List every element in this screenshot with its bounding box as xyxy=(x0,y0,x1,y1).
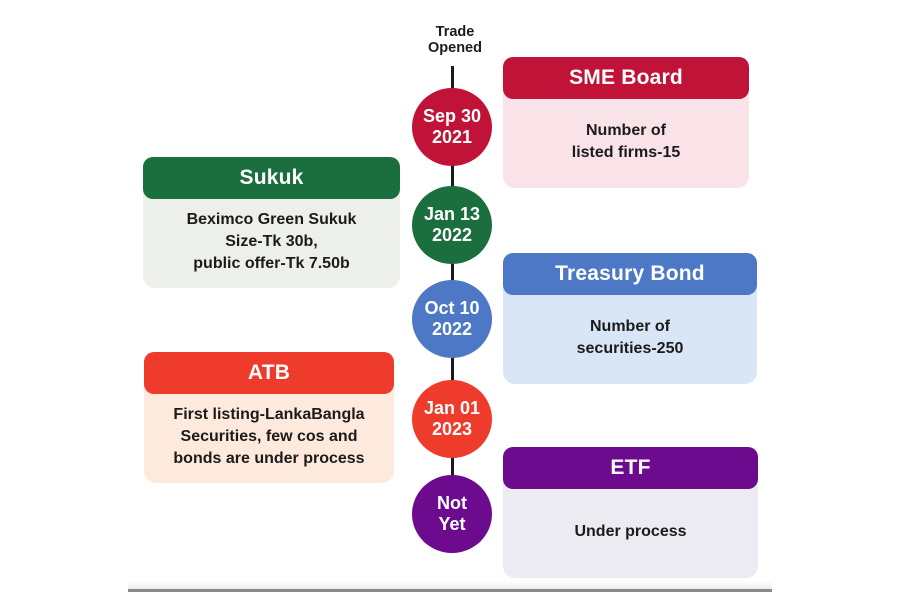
timeline-node-date: Jan 01 2023 xyxy=(423,398,481,439)
card-sme-board-body: Number of listed firms-15 xyxy=(571,121,681,161)
timeline-node-date: Jan 13 2022 xyxy=(423,204,481,245)
card-sukuk: Sukuk Beximco Green Sukuk Size-Tk 30b, p… xyxy=(143,157,400,288)
timeline-node-date: Not Yet xyxy=(437,493,467,534)
timeline-node-jan-01-2023: Jan 01 2023 xyxy=(412,380,492,458)
card-treasury-bond-title: Treasury Bond xyxy=(555,262,705,285)
card-atb-body: First listing-LankaBangla Securities, fe… xyxy=(173,405,365,467)
bottom-divider xyxy=(128,589,772,592)
timeline-node-oct-10-2022: Oct 10 2022 xyxy=(412,280,492,358)
card-etf-body: Under process xyxy=(574,522,687,540)
card-sukuk-header: Sukuk xyxy=(143,157,400,199)
card-sme-board: SME Board Number of listed firms-15 xyxy=(503,57,749,188)
card-etf: ETF Under process xyxy=(503,447,758,578)
timeline-node-date: Oct 10 2022 xyxy=(424,298,480,339)
timeline-node-sep-30-2021: Sep 30 2021 xyxy=(412,88,492,166)
card-etf-header: ETF xyxy=(503,447,758,489)
timeline-node-not-yet: Not Yet xyxy=(412,475,492,553)
card-treasury-bond: Treasury Bond Number of securities-250 xyxy=(503,253,757,384)
card-sukuk-body: Beximco Green Sukuk Size-Tk 30b, public … xyxy=(186,210,357,272)
card-sukuk-title: Sukuk xyxy=(239,166,304,189)
bottom-divider-glow xyxy=(128,581,772,589)
card-atb: ATB First listing-LankaBangla Securities… xyxy=(144,352,394,483)
card-treasury-bond-header: Treasury Bond xyxy=(503,253,757,295)
card-etf-title: ETF xyxy=(610,456,651,479)
card-sme-board-header: SME Board xyxy=(503,57,749,99)
card-sme-board-title: SME Board xyxy=(569,66,683,89)
card-treasury-bond-body: Number of securities-250 xyxy=(576,317,684,357)
timeline-node-date: Sep 30 2021 xyxy=(422,106,482,147)
card-atb-title: ATB xyxy=(247,361,291,384)
card-atb-header: ATB xyxy=(144,352,394,394)
timeline-axis-label: Trade Opened xyxy=(428,24,482,56)
timeline-node-jan-13-2022: Jan 13 2022 xyxy=(412,186,492,264)
